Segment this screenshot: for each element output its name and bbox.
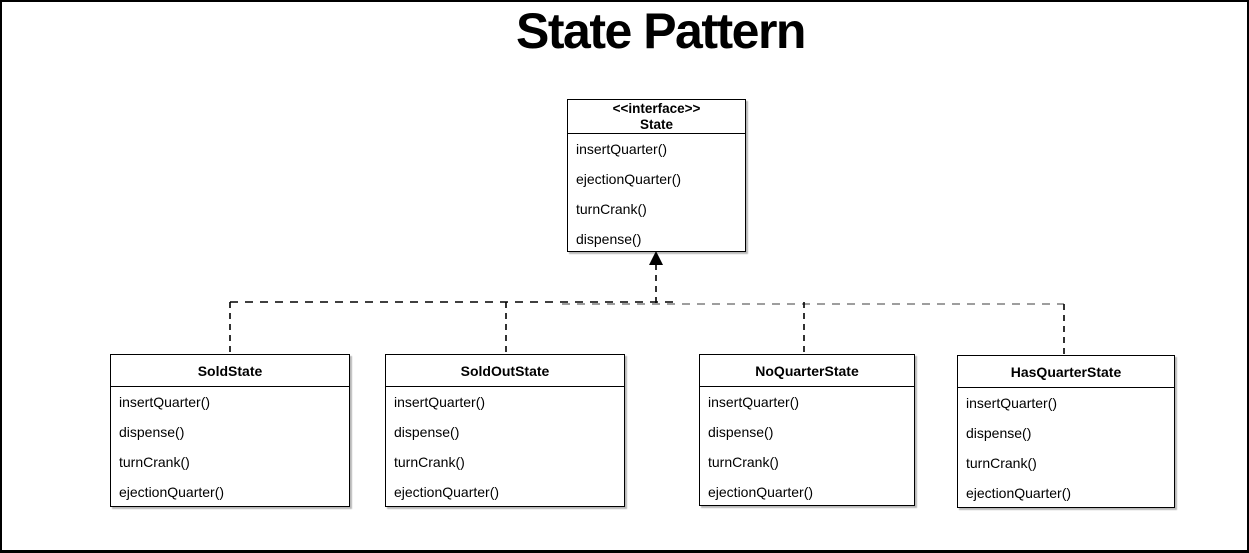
- method-label: ejectionQuarter(): [394, 484, 500, 500]
- method-label: turnCrank(): [394, 454, 465, 470]
- class-title: SoldState: [111, 355, 349, 387]
- interface-stereotype: <<interface>>: [612, 100, 701, 116]
- method-label: turnCrank(): [119, 454, 190, 470]
- interface-header: <<interface>> State: [568, 100, 745, 134]
- interface-state-box: <<interface>> State insertQuarter() ejec…: [567, 99, 746, 252]
- interface-name: State: [639, 116, 673, 132]
- class-box-noquarterstate: NoQuarterState insertQuarter() dispense(…: [699, 354, 915, 506]
- method-label: insertQuarter(): [708, 394, 800, 410]
- interface-methods: insertQuarter() ejectionQuarter() turnCr…: [568, 134, 745, 254]
- class-methods: insertQuarter() dispense() turnCrank() e…: [958, 388, 1174, 508]
- method-label: turnCrank(): [708, 454, 779, 470]
- method-label: dispense(): [576, 231, 642, 247]
- method-label: dispense(): [394, 424, 460, 440]
- method-label: turnCrank(): [966, 455, 1037, 471]
- method-label: ejectionQuarter(): [966, 485, 1072, 501]
- method-label: ejectionQuarter(): [576, 171, 682, 187]
- class-methods: insertQuarter() dispense() turnCrank() e…: [111, 387, 349, 507]
- class-box-soldoutstate: SoldOutState insertQuarter() dispense() …: [385, 354, 625, 507]
- class-title: NoQuarterState: [700, 355, 914, 387]
- class-title: HasQuarterState: [958, 356, 1174, 388]
- diagram-title: State Pattern: [516, 3, 806, 59]
- method-label: dispense(): [119, 424, 185, 440]
- method-label: insertQuarter(): [394, 394, 486, 410]
- class-methods: insertQuarter() dispense() turnCrank() e…: [386, 387, 624, 507]
- class-methods: insertQuarter() dispense() turnCrank() e…: [700, 387, 914, 507]
- class-box-hasquarterstate: HasQuarterState insertQuarter() dispense…: [957, 355, 1175, 508]
- method-label: dispense(): [708, 424, 774, 440]
- method-label: insertQuarter(): [119, 394, 211, 410]
- method-label: dispense(): [966, 425, 1032, 441]
- method-label: insertQuarter(): [576, 141, 668, 157]
- method-label: turnCrank(): [576, 201, 647, 217]
- method-label: insertQuarter(): [966, 395, 1058, 411]
- class-box-soldstate: SoldState insertQuarter() dispense() tur…: [110, 354, 350, 507]
- method-label: ejectionQuarter(): [119, 484, 225, 500]
- method-label: ejectionQuarter(): [708, 484, 814, 500]
- class-title: SoldOutState: [386, 355, 624, 387]
